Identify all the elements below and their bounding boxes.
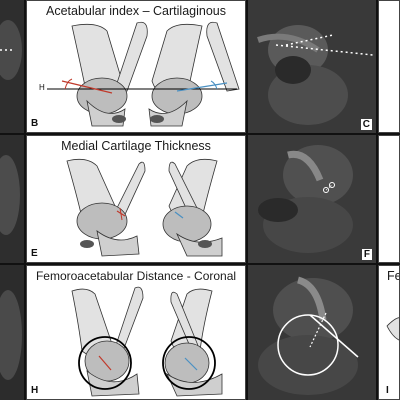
right-edge-drawing-row2 xyxy=(378,135,400,263)
panel-title-femoroacetabular-distance: Femoroacetabular Distance - Coronal xyxy=(35,269,237,283)
partial-panel-title: Fe xyxy=(387,269,399,283)
panel-letter-c: C xyxy=(360,119,372,130)
drawing-panel-femoroacetabular-distance: Femoroacetabular Distance - Coronal H xyxy=(26,265,246,400)
panel-letter-i: I xyxy=(386,385,389,396)
panel-title-medial-cartilage: Medial Cartilage Thickness xyxy=(61,139,211,153)
medial-cartilage-diagram xyxy=(66,158,223,257)
left-edge-mri-row3 xyxy=(0,265,24,400)
acetabular-index-diagram xyxy=(47,21,240,127)
horizontal-line-label: H xyxy=(39,83,45,92)
panel-letter-b: B xyxy=(31,118,39,129)
drawing-panel-acetabular-index: Acetabular index – Cartilaginous H B xyxy=(26,0,246,133)
panel-letter-e: E xyxy=(31,248,38,259)
femoroacetabular-distance-diagram xyxy=(71,286,223,397)
panel-letter-f: F xyxy=(361,249,372,260)
right-edge-drawing-row1 xyxy=(378,0,400,133)
panel-letter-h: H xyxy=(31,385,39,396)
left-edge-mri-row1 xyxy=(0,0,24,133)
drawing-panel-medial-cartilage: Medial Cartilage Thickness E xyxy=(26,135,246,263)
mri-panel-femoroacetabular-distance xyxy=(248,265,376,400)
left-edge-mri-row2 xyxy=(0,135,24,263)
panel-title-acetabular-index: Acetabular index – Cartilaginous xyxy=(46,4,226,18)
mri-panel-acetabular-index: C xyxy=(248,0,376,133)
mri-panel-medial-cartilage: F xyxy=(248,135,376,263)
right-drawing-partial-row3: Fe I xyxy=(378,265,400,400)
